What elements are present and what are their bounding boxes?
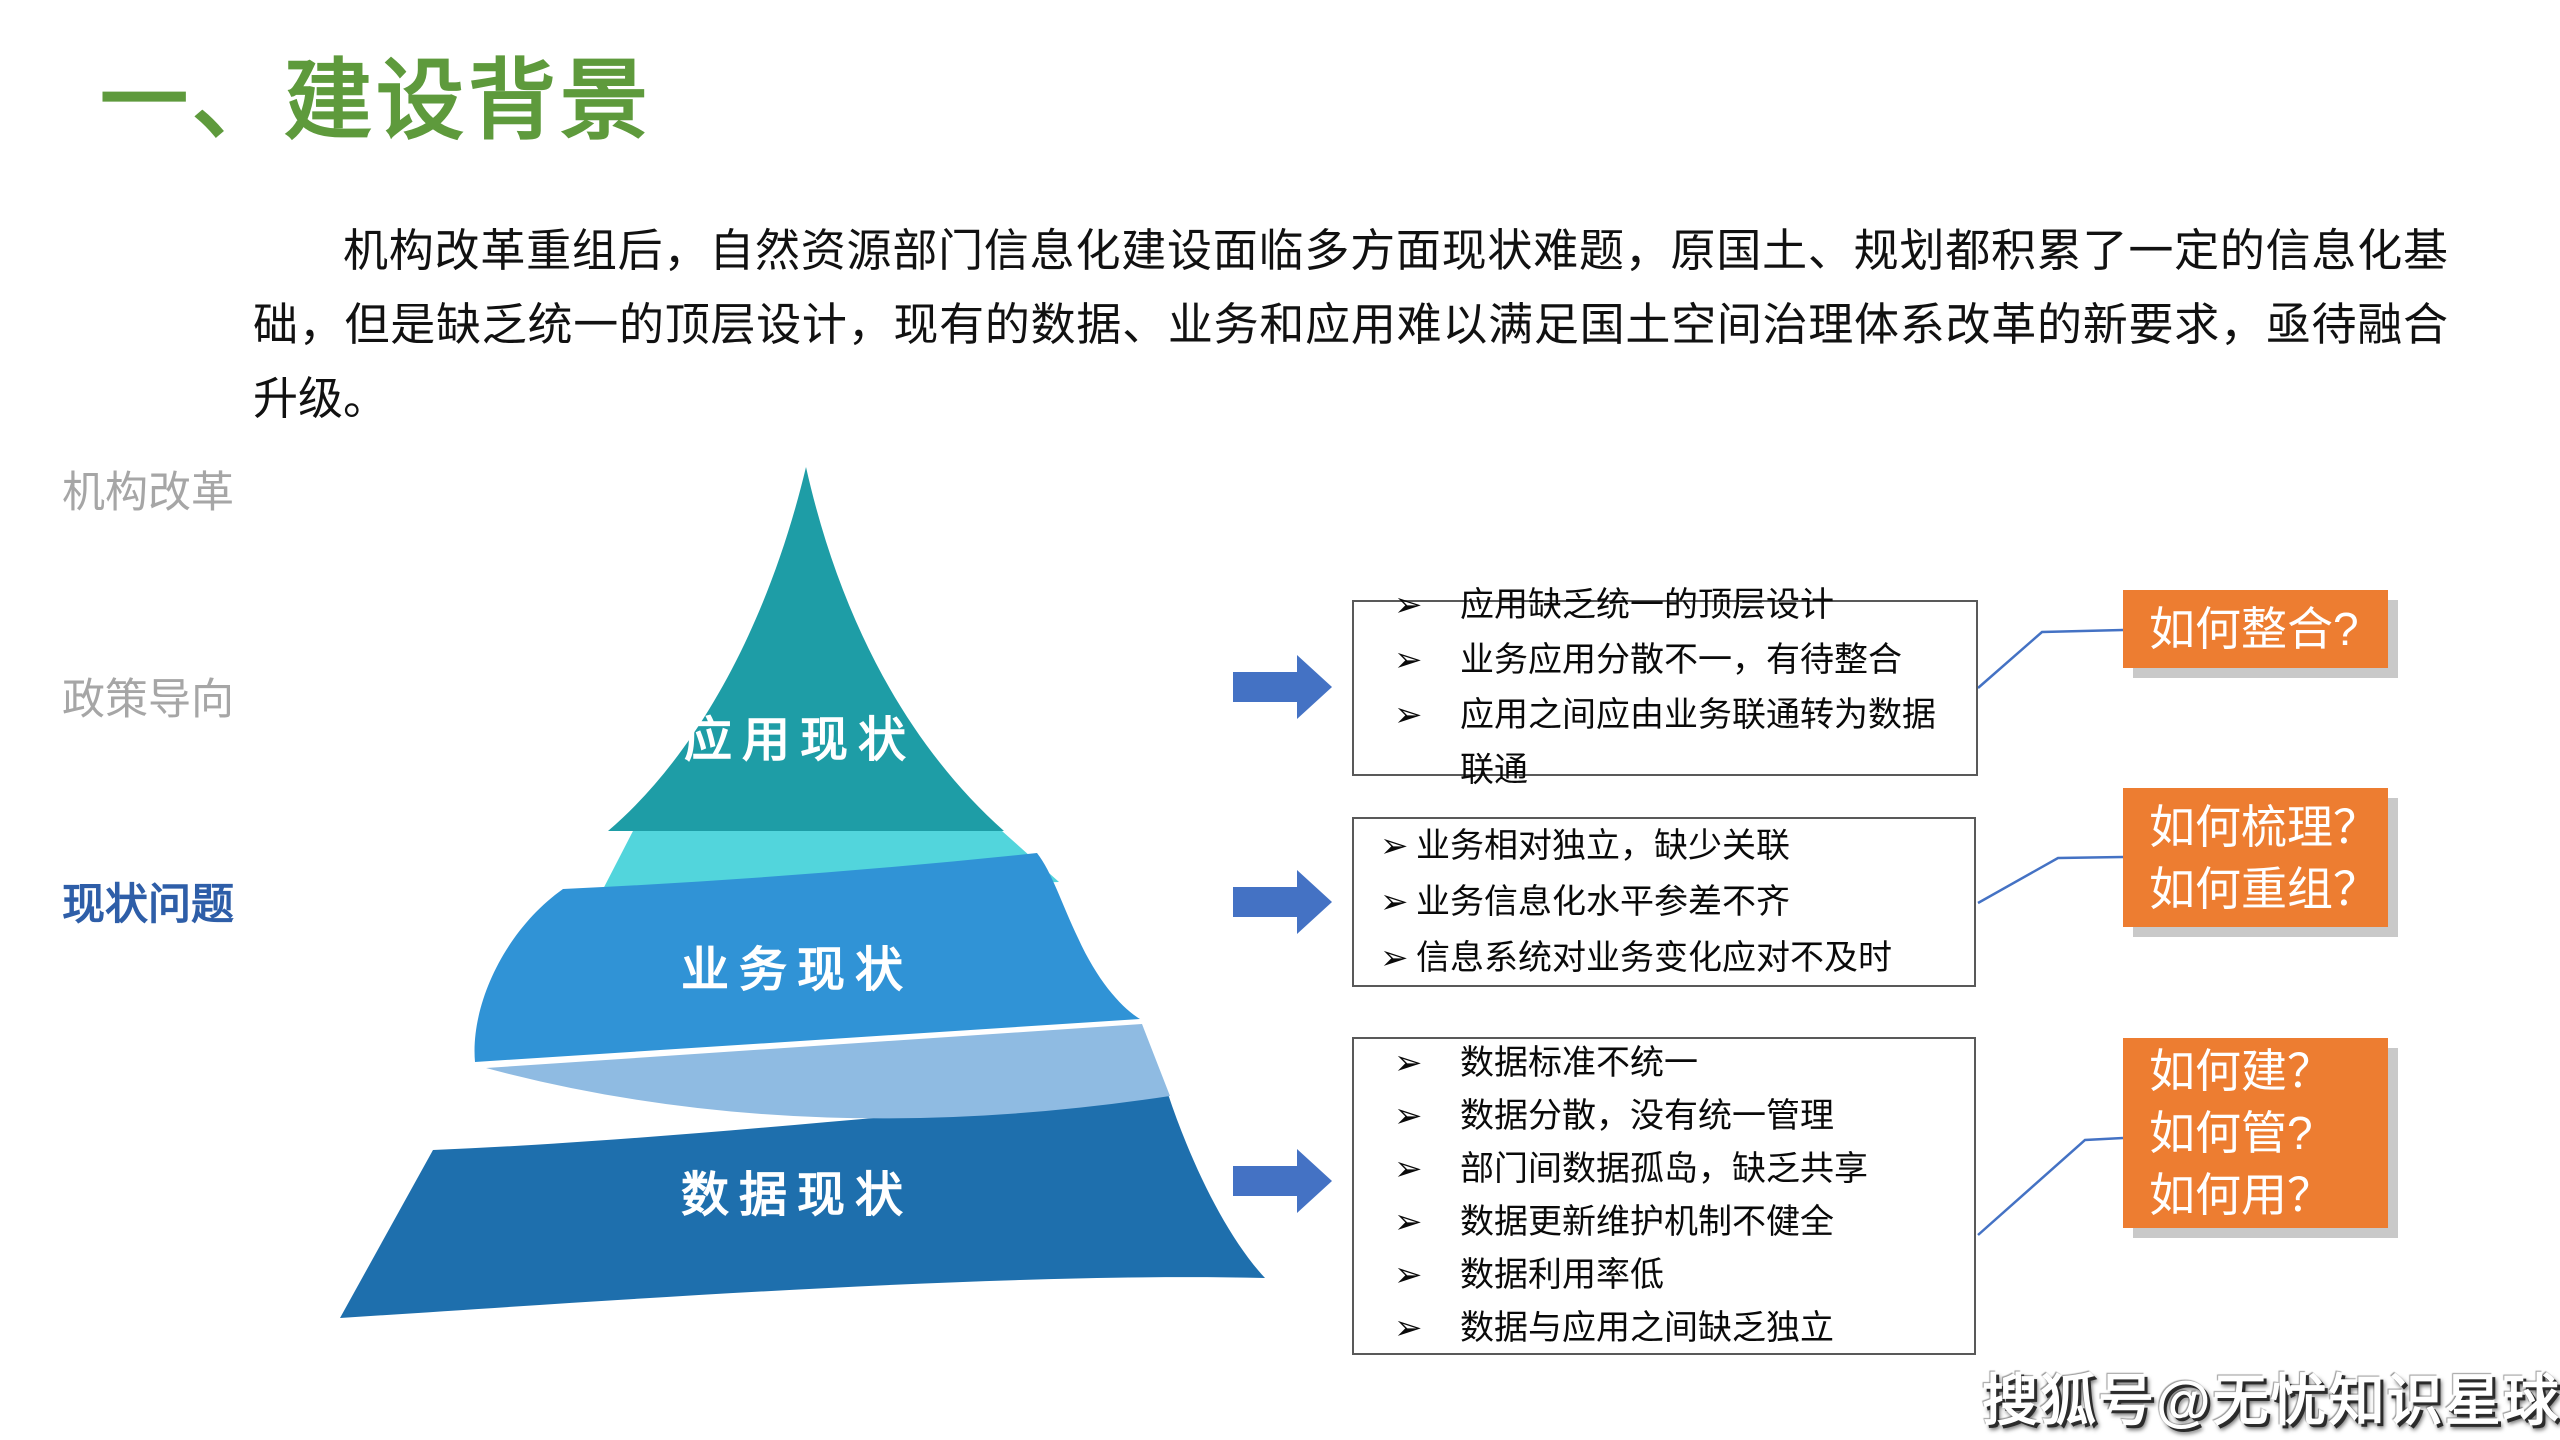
question-line: 如何重组？ [2149,862,2379,915]
bullet-text: 应用缺乏统一的顶层设计 [1460,586,1834,624]
flow-arrow-icon [1233,655,1332,719]
arrow-bullet-icon: ➢ [1394,641,1423,679]
side-label-policy-orientation: 政策导向 [62,676,234,724]
question-line: 如何管? [2149,1107,2313,1159]
side-label-current-problems: 现状问题 [62,881,234,929]
bullet-text: 数据标准不统一 [1460,1044,1698,1082]
connector-line [1977,628,2124,689]
list-item: ➢ 数据标准不统一 [1380,1037,1966,1090]
flow-arrow-icon [1233,870,1332,934]
bullet-text: 数据与应用之间缺乏独立 [1460,1309,1834,1347]
arrow-bullet-icon: ➢ [1394,1044,1423,1082]
watermark: 搜狐号@无忧知识星球 [1982,1369,2560,1432]
question-line: 如何建？ [2149,1045,2333,1097]
list-item: ➢ 数据更新维护机制不健全 [1380,1196,1966,1249]
bullet-text: 业务信息化水平参差不齐 [1416,883,1790,921]
question-line: 如何用？ [2149,1169,2333,1221]
question-line: 如何梳理？ [2149,800,2379,853]
question-box-build-manage-use: 如何建？ 如何管? 如何用？ [2123,1038,2388,1228]
list-item: ➢ 应用缺乏统一的顶层设计 [1380,578,1968,633]
list-item: ➢ 应用之间应由业务联通转为数据联通 [1380,688,1968,798]
list-item: ➢ 业务应用分散不一，有待整合 [1380,633,1968,688]
pyramid-layer-business-shape [474,853,1141,1062]
arrow-bullet-icon: ➢ [1394,1309,1423,1347]
bullet-text: 数据利用率低 [1460,1256,1664,1294]
list-item: ➢ 业务信息化水平参差不齐 [1380,874,1966,930]
bullet-text: 数据更新维护机制不健全 [1460,1203,1834,1241]
list-item: ➢ 数据利用率低 [1380,1249,1966,1302]
bullet-text: 业务应用分散不一，有待整合 [1460,641,1902,679]
list-item: ➢ 数据与应用之间缺乏独立 [1380,1302,1966,1355]
pyramid-layer-label-application: 应用现状 [683,714,916,767]
side-label-institution-reform: 机构改革 [62,469,234,517]
arrow-bullet-icon: ➢ [1394,1203,1423,1241]
bullet-text: 数据分散，没有统一管理 [1460,1097,1834,1135]
list-item: ➢ 数据分散，没有统一管理 [1380,1090,1966,1143]
bullet-text: 信息系统对业务变化应对不及时 [1416,939,1892,977]
page-title: 一、建设背景 [100,51,653,150]
bullet-text: 应用之间应由业务联通转为数据联通 [1460,696,1936,789]
list-item: ➢ 部门间数据孤岛，缺乏共享 [1380,1143,1966,1196]
arrow-bullet-icon: ➢ [1380,827,1409,865]
question-box-integrate: 如何整合? [2123,590,2388,668]
connector-line [1977,1136,2124,1236]
question-line: 如何整合? [2149,603,2359,655]
pyramid-layer-label-data: 数据现状 [680,1169,913,1222]
intro-paragraph: 机构改革重组后，自然资源部门信息化建设面临多方面现状难题，原国土、规划都积累了一… [253,225,2448,424]
arrow-bullet-icon: ➢ [1394,1256,1423,1294]
arrow-bullet-icon: ➢ [1380,883,1409,921]
pyramid-layer-application-shape [608,467,1004,831]
list-item: ➢ 业务相对独立，缺少关联 [1380,818,1966,874]
arrow-bullet-icon: ➢ [1380,939,1409,977]
bullet-text: 业务相对独立，缺少关联 [1416,827,1790,865]
arrow-bullet-icon: ➢ [1394,1097,1423,1135]
list-item: ➢ 信息系统对业务变化应对不及时 [1380,930,1966,986]
pyramid-layer-data-shape [340,1094,1265,1318]
issue-box-business: ➢ 业务相对独立，缺少关联 ➢ 业务信息化水平参差不齐 ➢ 信息系统对业务变化应… [1352,817,1976,987]
issue-box-data: ➢ 数据标准不统一 ➢ 数据分散，没有统一管理 ➢ 部门间数据孤岛，缺乏共享 ➢… [1352,1037,1976,1355]
question-box-sort-reorganize: 如何梳理？ 如何重组？ [2123,788,2388,927]
arrow-bullet-icon: ➢ [1394,586,1423,624]
pyramid-swoosh-light-blue [486,1024,1170,1119]
bullet-text: 部门间数据孤岛，缺乏共享 [1460,1150,1868,1188]
connector-line [1977,855,2124,905]
arrow-bullet-icon: ➢ [1394,696,1423,734]
flow-arrow-icon [1233,1149,1332,1213]
issue-box-application: ➢ 应用缺乏统一的顶层设计 ➢ 业务应用分散不一，有待整合 ➢ 应用之间应由业务… [1352,586,1978,789]
arrow-bullet-icon: ➢ [1394,1150,1423,1188]
pyramid-layer-label-business: 业务现状 [680,944,913,997]
